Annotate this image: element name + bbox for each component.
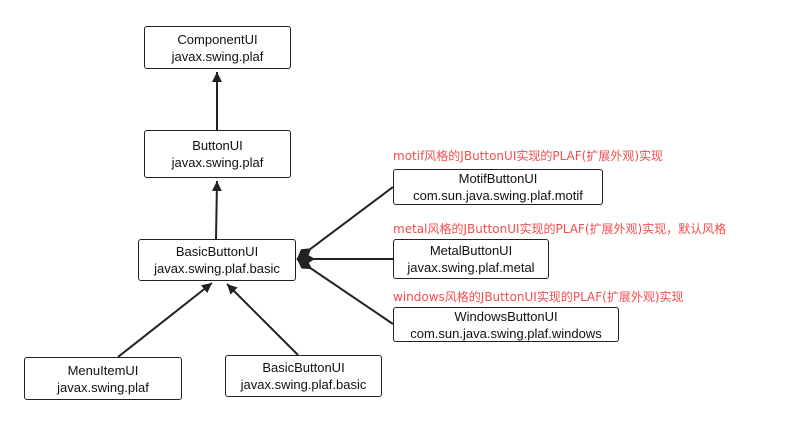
class-name: ComponentUI <box>177 31 258 47</box>
class-name: MotifButtonUI <box>458 171 538 186</box>
class-name: WindowsButtonUI <box>454 308 558 324</box>
node-motifbuttonui[interactable]: MotifButtonUI com.sun.java.swing.plaf.mo… <box>393 169 603 205</box>
node-buttonui[interactable]: ButtonUI javax.swing.plaf <box>144 130 291 178</box>
edge-menuitemui-basicbuttonui <box>117 282 213 358</box>
node-basicbuttonui-2[interactable]: BasicButtonUI javax.swing.plaf.basic <box>225 355 382 397</box>
note-windows: windows风格的JButtonUI实现的PLAF(扩展外观)实现 <box>393 290 684 304</box>
edge-motif-basicbuttonui <box>296 186 394 260</box>
edge-windows-basicbuttonui <box>296 258 394 325</box>
class-name: MenuItemUI <box>67 362 139 378</box>
node-componentui[interactable]: ComponentUI javax.swing.plaf <box>144 26 291 69</box>
edge-basicbuttonui2-basicbuttonui <box>226 283 299 356</box>
package-name: javax.swing.plaf.basic <box>240 377 367 392</box>
edge-basicbuttonui-buttonui <box>211 180 222 240</box>
node-windowsbuttonui[interactable]: WindowsButtonUI com.sun.java.swing.plaf.… <box>393 307 619 342</box>
node-metalbuttonui[interactable]: MetalButtonUI javax.swing.plaf.metal <box>393 239 549 279</box>
package-name: javax.swing.plaf <box>171 155 264 170</box>
package-name: com.sun.java.swing.plaf.windows <box>410 325 602 341</box>
package-name: javax.swing.plaf.metal <box>407 260 535 275</box>
class-name: MetalButtonUI <box>429 243 513 258</box>
class-name: BasicButtonUI <box>175 244 259 259</box>
class-name: BasicButtonUI <box>262 360 345 375</box>
class-name: ButtonUI <box>192 138 243 153</box>
package-name: com.sun.java.swing.plaf.motif <box>413 188 583 203</box>
package-name: javax.swing.plaf.basic <box>154 261 280 276</box>
node-menuitemui[interactable]: MenuItemUI javax.swing.plaf <box>24 357 182 400</box>
note-metal: metal风格的JButtonUI实现的PLAF(扩展外观)实现，默认风格 <box>393 222 727 236</box>
note-motif: motif风格的JButtonUI实现的PLAF(扩展外观)实现 <box>393 149 664 163</box>
package-name: javax.swing.plaf <box>171 48 264 64</box>
package-name: javax.swing.plaf <box>57 379 149 395</box>
node-basicbuttonui[interactable]: BasicButtonUI javax.swing.plaf.basic <box>138 239 296 281</box>
